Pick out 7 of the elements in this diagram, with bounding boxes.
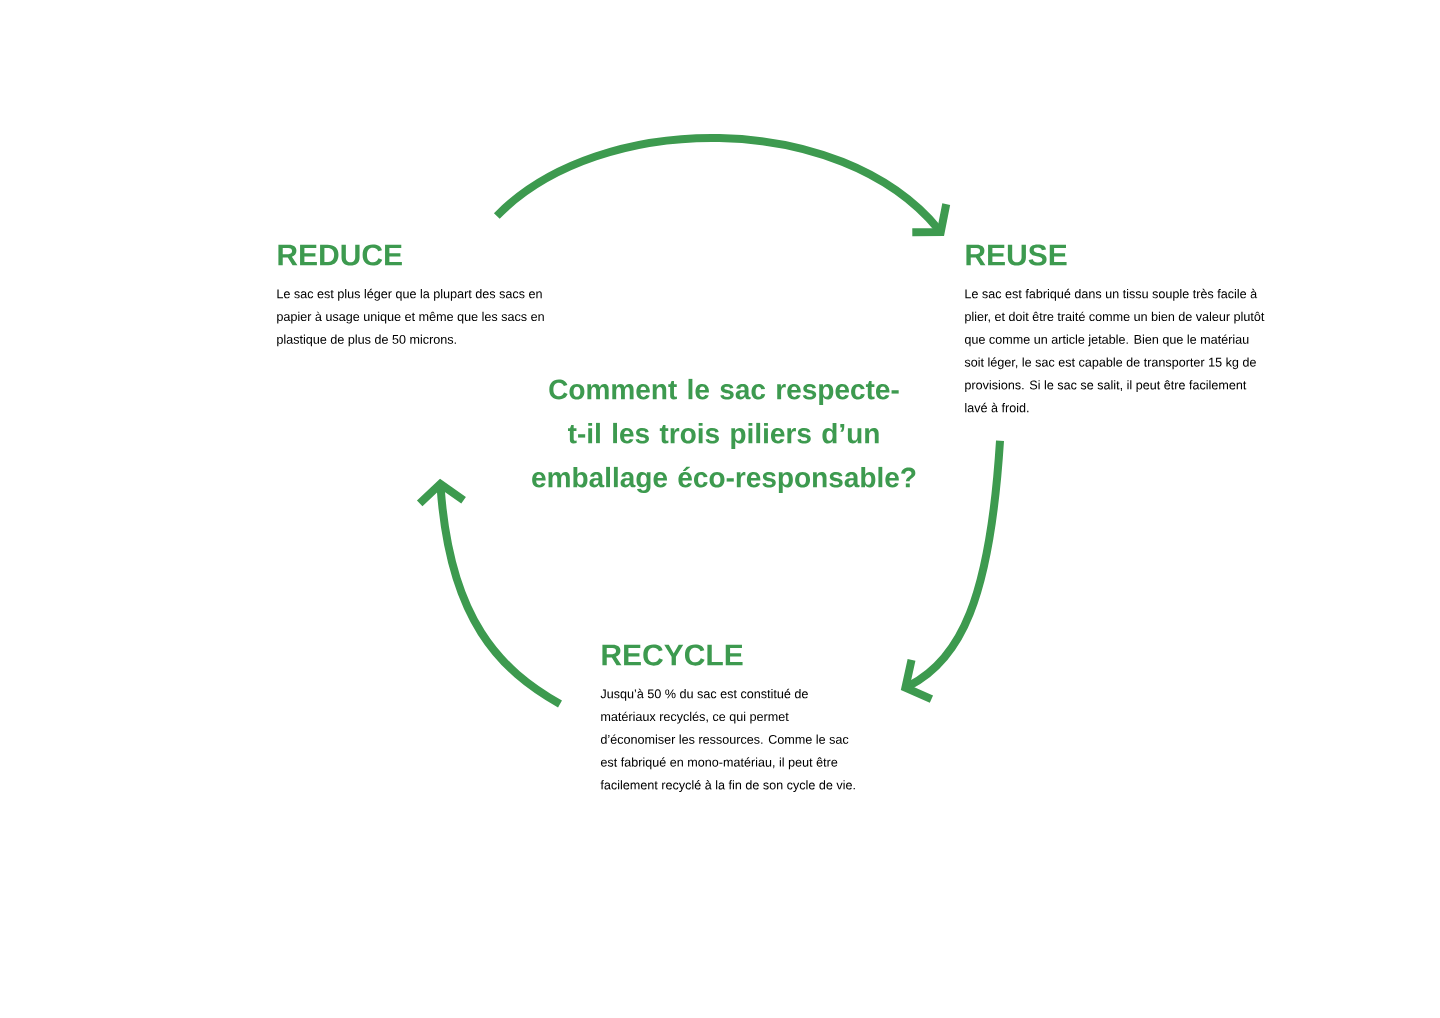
cycle-arrow [416,478,563,708]
question-title: Comment le sac respecte-t-il les trois piliers d’un emballage éco-responsable? [532,378,916,494]
cycle-arrow [900,440,1004,703]
cycle-arrow [494,134,951,237]
step-heading: RECYCLE [602,644,743,666]
step-heading: REDUCE [278,244,402,266]
step-heading: REUSE [966,244,1067,266]
